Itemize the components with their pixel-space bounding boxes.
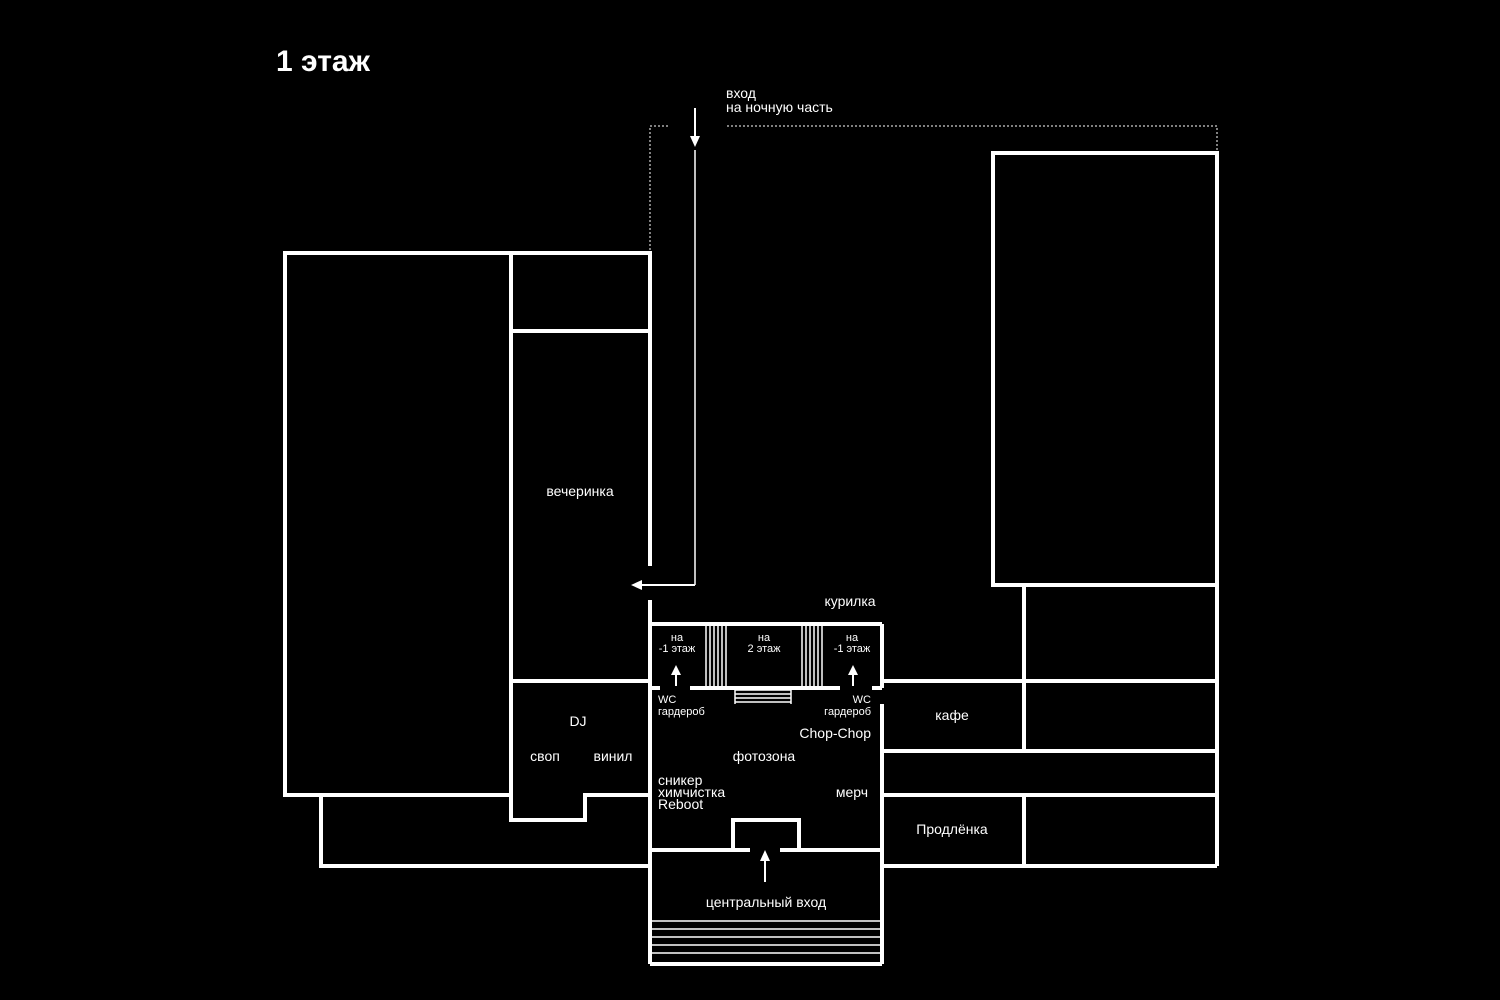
arrow-up-icon [671,665,681,686]
arrow-up-icon [760,850,770,882]
vinyl-label: винил [594,748,633,764]
swap-label: своп [530,748,560,764]
floor-title: 1 этаж [276,45,371,78]
night-entrance-label-2: на ночную часть [726,99,833,115]
stairs-up-label-2: 2 этаж [748,643,782,655]
left-small-room [509,251,652,333]
stairs-up-label-1: на [758,632,771,644]
stairs-left [705,626,727,686]
stairs-left-label-2: -1 этаж [659,643,696,655]
stairs-right-label-2: -1 этаж [834,643,871,655]
night-entrance-path [649,125,1218,250]
chop-chop-label: Chop-Chop [799,725,871,741]
central-entrance-label: центральный вход [706,894,826,910]
stairs-right-label-1: на [846,632,859,644]
arrow-down-icon [690,108,700,147]
night-entrance-label-1: вход [726,85,756,101]
prodlenka-label: Продлёнка [916,821,988,837]
central-hall [648,622,884,966]
cloakroom-right-label: гардероб [824,706,871,718]
wc-left-label: WC [658,694,676,706]
arrow-up-icon [848,665,858,686]
stairs-left-label-1: на [671,632,684,644]
entrance-steps [650,920,882,954]
merch-label: мерч [836,784,868,800]
sneaker-label-2: химчистка [658,784,725,800]
left-hall [283,251,513,797]
wc-right-label: WC [853,694,871,706]
party-room [509,329,652,683]
cafe-label: кафе [935,707,969,723]
smoking-label: курилка [824,593,875,609]
stairs-center [734,689,792,704]
right-hall [991,151,1219,587]
stairs-right [801,626,823,686]
dj-label: DJ [569,713,586,729]
party-label: вечеринка [546,483,613,499]
sneaker-label-1: сникер [658,772,703,788]
sneaker-label-3: Reboot [658,796,703,812]
cloakroom-left-label: гардероб [658,706,705,718]
right-wing [882,585,1219,868]
photozone-label: фотозона [733,748,796,764]
arrow-left-icon [631,580,695,590]
bottom-left-corridor [319,795,650,868]
